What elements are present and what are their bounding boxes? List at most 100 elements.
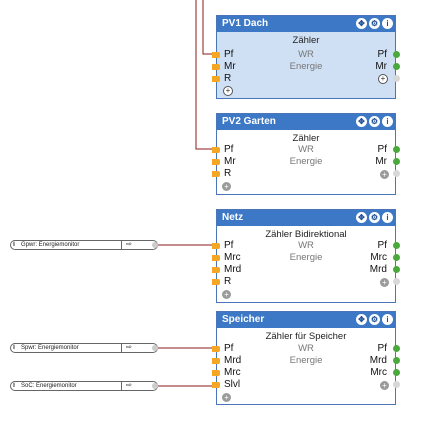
gear-icon[interactable]: ⚙ — [369, 116, 380, 127]
block-header[interactable]: PV2 Garten ✥⚙i — [217, 114, 395, 130]
input-pin[interactable] — [212, 279, 220, 285]
output-pin-empty[interactable] — [393, 278, 400, 285]
add-input-icon[interactable]: + — [222, 290, 231, 299]
add-input-icon[interactable]: + — [222, 182, 231, 191]
link-out-icon[interactable]: ⇨ — [126, 344, 132, 351]
block-header[interactable]: PV1 Dach ✥⚙i — [217, 16, 395, 32]
wr-label: WR — [298, 49, 314, 60]
input-pin[interactable] — [212, 159, 220, 165]
input-label: Mrc — [224, 367, 241, 378]
output-pin-empty[interactable] — [393, 170, 400, 177]
input-label: R — [224, 168, 232, 179]
input-pin[interactable] — [212, 64, 220, 70]
output-label: Mrc — [370, 367, 387, 378]
gear-icon[interactable]: ⚙ — [369, 314, 380, 325]
output-pin[interactable] — [393, 63, 400, 70]
ref-gpwr-energiemonitor[interactable]: i Gpwr: Energiemonitor ⇨ — [10, 240, 158, 250]
output-pin[interactable] — [393, 254, 400, 261]
block-header[interactable]: Netz ✥⚙i — [217, 210, 395, 226]
ref-label: SoC: Energiemonitor — [21, 383, 77, 389]
input-pin[interactable] — [212, 382, 220, 388]
input-label: Mr — [224, 156, 236, 167]
input-pin[interactable] — [212, 147, 220, 153]
output-pin[interactable] — [393, 357, 400, 364]
add-output-icon[interactable]: + — [380, 278, 389, 287]
output-pin[interactable] — [152, 383, 158, 389]
info-icon[interactable]: i — [13, 344, 15, 351]
add-output-icon[interactable]: + — [378, 74, 388, 84]
divider — [121, 382, 122, 390]
info-icon[interactable]: i — [382, 212, 393, 223]
input-pin[interactable] — [212, 346, 220, 352]
output-label: Mr — [375, 61, 387, 72]
link-out-icon[interactable]: ⇨ — [126, 241, 132, 248]
wire-pv2-pf — [195, 0, 216, 150]
output-label: Mrd — [369, 264, 387, 275]
output-pin[interactable] — [393, 242, 400, 249]
ref-label: Gpwr: Energiemonitor — [21, 242, 80, 248]
output-pin[interactable] — [393, 345, 400, 352]
info-icon[interactable]: i — [382, 314, 393, 325]
output-pin[interactable] — [393, 266, 400, 273]
input-label: R — [224, 276, 232, 287]
input-label: Slvl — [224, 379, 241, 390]
move-icon[interactable]: ✥ — [356, 212, 367, 223]
output-label: Pf — [377, 240, 387, 251]
output-label: Pf — [377, 49, 387, 60]
block-type: Zähler — [292, 35, 320, 46]
block-type: Zähler für Speicher — [265, 331, 347, 342]
ref-spwr-energiemonitor[interactable]: i Spwr: Energiemonitor ⇨ — [10, 343, 158, 353]
input-label: R — [224, 73, 232, 84]
block-header[interactable]: Speicher ✥⚙i — [217, 312, 395, 328]
info-icon[interactable]: i — [382, 116, 393, 127]
info-icon[interactable]: i — [382, 18, 393, 29]
input-pin[interactable] — [212, 370, 220, 376]
wr-label: WR — [298, 144, 314, 155]
move-icon[interactable]: ✥ — [356, 18, 367, 29]
output-pin-empty[interactable] — [393, 75, 400, 82]
output-pin[interactable] — [393, 369, 400, 376]
input-pin[interactable] — [212, 52, 220, 58]
energie-label: Energie — [289, 355, 323, 366]
input-pin[interactable] — [212, 267, 220, 273]
input-label: Mrd — [224, 264, 242, 275]
link-out-icon[interactable]: ⇨ — [126, 382, 132, 389]
add-input-icon[interactable]: + — [222, 393, 231, 402]
ref-label: Spwr: Energiemonitor — [21, 345, 79, 351]
output-pin[interactable] — [152, 242, 158, 248]
input-pin[interactable] — [212, 243, 220, 249]
output-label: Mrd — [369, 355, 387, 366]
output-label: Pf — [377, 144, 387, 155]
block-title: PV1 Dach — [222, 18, 269, 29]
gear-icon[interactable]: ⚙ — [369, 212, 380, 223]
input-pin[interactable] — [212, 255, 220, 261]
output-pin[interactable] — [393, 158, 400, 165]
gear-icon[interactable]: ⚙ — [369, 18, 380, 29]
input-pin[interactable] — [212, 358, 220, 364]
wire-pv1-pf — [202, 0, 216, 55]
add-input-icon[interactable]: + — [223, 86, 233, 96]
move-icon[interactable]: ✥ — [356, 116, 367, 127]
output-label: Mrc — [370, 252, 387, 263]
output-pin[interactable] — [393, 51, 400, 58]
energie-label: Energie — [289, 252, 323, 263]
input-pin[interactable] — [212, 76, 220, 82]
ref-soc-energiemonitor[interactable]: i SoC: Energiemonitor ⇨ — [10, 381, 158, 391]
info-icon[interactable]: i — [13, 382, 15, 389]
info-icon[interactable]: i — [13, 241, 15, 248]
input-pin[interactable] — [212, 171, 220, 177]
divider — [121, 241, 122, 249]
add-output-icon[interactable]: + — [380, 381, 389, 390]
move-icon[interactable]: ✥ — [356, 314, 367, 325]
output-pin-empty[interactable] — [393, 381, 400, 388]
output-pin[interactable] — [393, 146, 400, 153]
output-pin[interactable] — [152, 345, 158, 351]
add-output-icon[interactable]: + — [380, 170, 389, 179]
input-label: Pf — [224, 144, 234, 155]
energie-label: Energie — [289, 61, 323, 72]
